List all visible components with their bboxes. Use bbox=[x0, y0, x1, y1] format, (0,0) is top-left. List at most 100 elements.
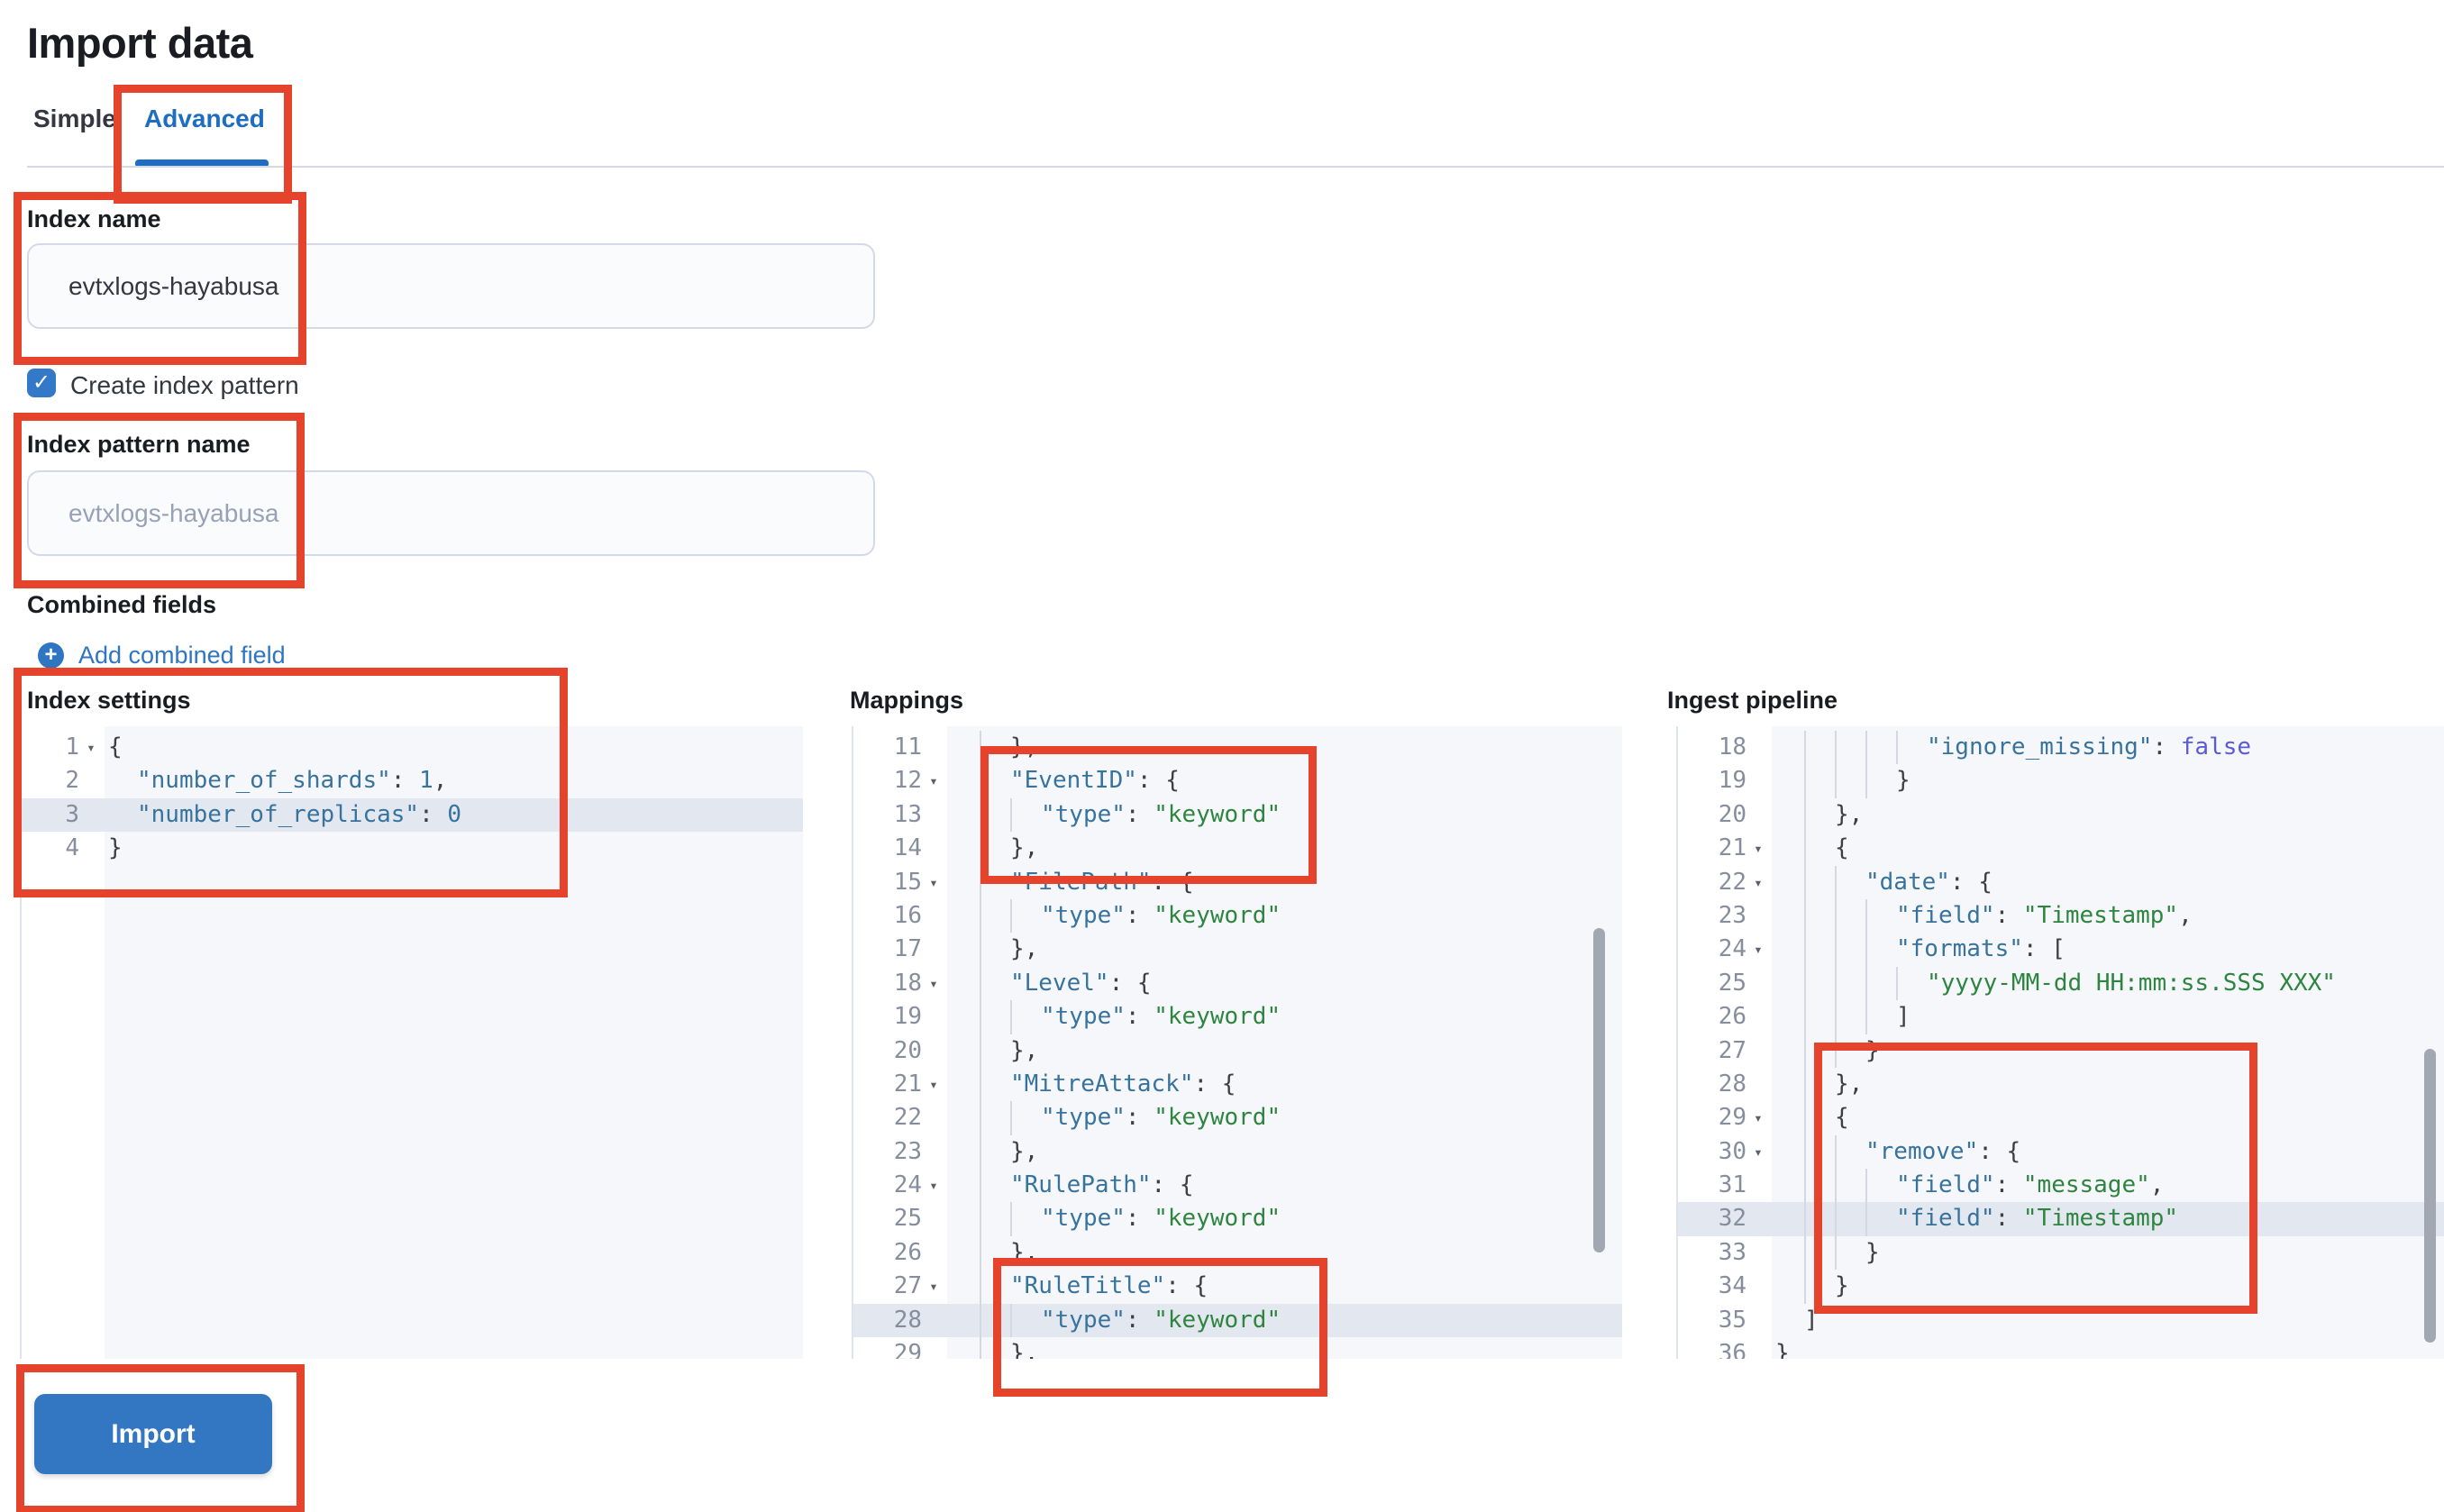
code-line-24: 24▾"formats": [ bbox=[1678, 933, 2444, 967]
code-line-24: 24▾"RulePath": { bbox=[853, 1169, 1622, 1203]
code-line-26: 26}, bbox=[853, 1235, 1622, 1271]
fold-arrow-icon[interactable]: ▾ bbox=[929, 772, 938, 790]
code-line-12: 12▾"EventID": { bbox=[853, 764, 1622, 798]
code-line-14: 14}, bbox=[853, 832, 1622, 866]
code-line-27: 27} bbox=[1678, 1034, 2444, 1068]
tab-advanced[interactable]: Advanced bbox=[144, 105, 265, 132]
fold-arrow-icon[interactable]: ▾ bbox=[929, 1278, 938, 1296]
create-index-pattern-label: Create index pattern bbox=[70, 371, 299, 399]
mappings-editor[interactable]: 11},12▾"EventID": {13"type": "keyword"14… bbox=[852, 726, 1622, 1359]
code-line-15: 15▾"FilePath": { bbox=[853, 865, 1622, 899]
line-number: 21▾ bbox=[1678, 832, 1772, 865]
fold-arrow-icon[interactable]: ▾ bbox=[929, 1075, 938, 1093]
line-number: 35 bbox=[1718, 1306, 1746, 1334]
code-line-29: 29▾{ bbox=[1678, 1101, 2444, 1135]
checkmark-icon: ✓ bbox=[32, 370, 51, 395]
code-line-13: 13"type": "keyword" bbox=[853, 797, 1622, 833]
line-number: 19 bbox=[1718, 767, 1746, 795]
code-line-2: 2"number_of_shards": 1, bbox=[22, 764, 803, 797]
add-combined-field-link[interactable]: + Add combined field bbox=[38, 642, 286, 669]
fold-arrow-icon[interactable]: ▾ bbox=[929, 974, 938, 992]
line-number: 28 bbox=[1718, 1070, 1746, 1098]
annotation-box-advanced-tab bbox=[114, 85, 292, 204]
code-line-19: 19"type": "keyword" bbox=[853, 1000, 1622, 1034]
line-number: 26 bbox=[893, 1238, 922, 1266]
line-number: 4 bbox=[65, 834, 79, 862]
create-index-pattern-checkbox[interactable]: ✓ bbox=[27, 369, 56, 397]
code-line-22: 22▾"date": { bbox=[1678, 865, 2444, 899]
fold-arrow-icon[interactable]: ▾ bbox=[1754, 840, 1763, 858]
code-line-3: 3"number_of_replicas": 0 bbox=[22, 797, 803, 833]
code-line-28: 28}, bbox=[1678, 1067, 2444, 1102]
code-line-11: 11}, bbox=[853, 731, 1622, 765]
line-number: 2 bbox=[65, 767, 79, 795]
line-number: 3 bbox=[65, 800, 79, 828]
line-number: 12▾ bbox=[853, 764, 947, 797]
line-number: 36 bbox=[1718, 1340, 1746, 1359]
code-line-34: 34} bbox=[1678, 1270, 2444, 1304]
code-line-21: 21▾"MitreAttack": { bbox=[853, 1067, 1622, 1102]
code-line-35: 35] bbox=[1678, 1304, 2444, 1337]
code-line-17: 17}, bbox=[853, 933, 1622, 967]
code-line-4: 4} bbox=[22, 832, 803, 865]
fold-arrow-icon[interactable]: ▾ bbox=[929, 873, 938, 891]
line-number: 33 bbox=[1718, 1238, 1746, 1266]
line-number: 19 bbox=[893, 1003, 922, 1031]
import-button[interactable]: Import bbox=[34, 1394, 272, 1474]
code-line-22: 22"type": "keyword" bbox=[853, 1101, 1622, 1135]
code-line-28: 28"type": "keyword" bbox=[853, 1303, 1622, 1338]
header-divider bbox=[27, 166, 2444, 168]
index-pattern-name-input[interactable] bbox=[27, 470, 875, 556]
line-number: 24▾ bbox=[853, 1169, 947, 1202]
mappings-scrollbar-thumb[interactable] bbox=[1593, 928, 1605, 1252]
code-line-21: 21▾{ bbox=[1678, 832, 2444, 866]
plus-in-circle-icon: + bbox=[38, 642, 64, 669]
line-number: 22▾ bbox=[1678, 866, 1772, 899]
line-number: 17 bbox=[893, 935, 922, 963]
line-number: 30▾ bbox=[1678, 1135, 1772, 1169]
fold-arrow-icon[interactable]: ▾ bbox=[87, 739, 96, 756]
index-name-input[interactable] bbox=[27, 243, 875, 329]
index-pattern-name-label: Index pattern name bbox=[27, 431, 251, 458]
code-line-36: 36} bbox=[1678, 1337, 2444, 1359]
fold-arrow-icon[interactable]: ▾ bbox=[929, 1177, 938, 1195]
page-title: Import data bbox=[27, 19, 253, 67]
line-number: 27▾ bbox=[853, 1270, 947, 1303]
code-line-33: 33} bbox=[1678, 1235, 2444, 1271]
fold-arrow-icon[interactable]: ▾ bbox=[1754, 873, 1763, 891]
code-line-20: 20}, bbox=[853, 1034, 1622, 1068]
line-number: 16 bbox=[893, 901, 922, 929]
line-number: 32 bbox=[1718, 1205, 1746, 1233]
add-combined-field-label: Add combined field bbox=[78, 642, 286, 669]
line-number: 31 bbox=[1718, 1171, 1746, 1199]
code-line-25: 25"type": "keyword" bbox=[853, 1202, 1622, 1236]
line-number: 21▾ bbox=[853, 1068, 947, 1101]
code-line-29: 29}, bbox=[853, 1337, 1622, 1359]
code-line-18: 18"ignore_missing": false bbox=[1678, 731, 2444, 765]
code-line-16: 16"type": "keyword" bbox=[853, 898, 1622, 934]
index-settings-heading: Index settings bbox=[27, 687, 191, 714]
fold-arrow-icon[interactable]: ▾ bbox=[1754, 1109, 1763, 1127]
code-line-1: 1▾{ bbox=[22, 731, 803, 764]
code-line-25: 25"yyyy-MM-dd HH:mm:ss.SSS XXX" bbox=[1678, 966, 2444, 1001]
line-number: 13 bbox=[893, 800, 922, 828]
line-number: 11 bbox=[893, 733, 922, 761]
fold-arrow-icon[interactable]: ▾ bbox=[1754, 941, 1763, 959]
index-name-label: Index name bbox=[27, 205, 161, 232]
index-settings-editor[interactable]: 1▾{2"number_of_shards": 1,3"number_of_re… bbox=[20, 726, 803, 1359]
fold-arrow-icon[interactable]: ▾ bbox=[1754, 1143, 1763, 1161]
line-number: 22 bbox=[893, 1104, 922, 1132]
line-number: 29 bbox=[893, 1340, 922, 1359]
tab-simple[interactable]: Simple bbox=[33, 105, 116, 132]
ingest-pipeline-scrollbar-thumb[interactable] bbox=[2424, 1049, 2436, 1343]
code-line-30: 30▾"remove": { bbox=[1678, 1134, 2444, 1170]
line-number: 34 bbox=[1718, 1272, 1746, 1300]
code-line-26: 26] bbox=[1678, 1000, 2444, 1034]
active-tab-underline bbox=[135, 159, 269, 168]
code-line-23: 23"field": "Timestamp", bbox=[1678, 898, 2444, 934]
line-number: 20 bbox=[1718, 800, 1746, 828]
combined-fields-label: Combined fields bbox=[27, 591, 217, 618]
mappings-heading: Mappings bbox=[850, 687, 963, 714]
